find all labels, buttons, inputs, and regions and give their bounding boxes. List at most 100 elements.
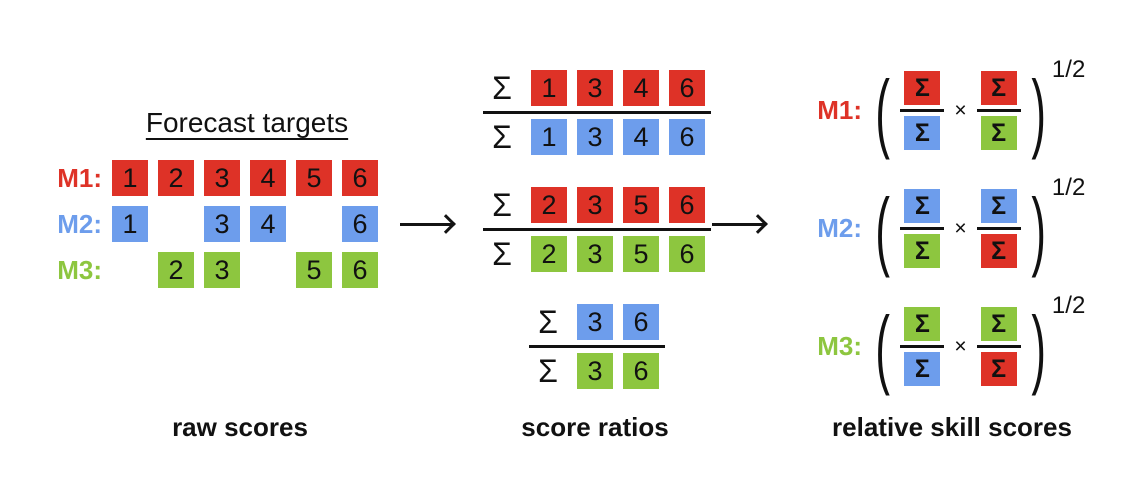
score-box-empty <box>250 252 286 288</box>
ratio-numerator: Σ 2 3 5 6 <box>483 187 711 223</box>
score-box: 2 <box>531 187 567 223</box>
left-paren: ( <box>875 61 890 160</box>
skill-score-formula-m3: M3: ( Σ Σ × Σ Σ ) 1/2 <box>806 292 1085 396</box>
score-ratios-panel: Σ 1 3 4 6 Σ 1 3 4 6 Σ 2 3 5 6 <box>472 70 722 389</box>
score-box: 1 <box>112 160 148 196</box>
score-box: 6 <box>342 160 378 196</box>
fraction-line <box>976 345 1021 348</box>
caption-raw-scores: raw scores <box>172 412 308 442</box>
score-box: 2 <box>531 236 567 272</box>
exponent: 1/2 <box>1051 174 1086 201</box>
raw-scores-panel: Forecast targets M1: 1 2 3 4 5 6 M2: 1 3… <box>40 106 380 298</box>
score-box: 6 <box>669 236 705 272</box>
sigma-box: Σ <box>904 116 941 150</box>
fraction-line <box>900 109 945 112</box>
fraction-line <box>900 345 945 348</box>
sigma-symbol: Σ <box>492 236 512 272</box>
sigma-box: Σ <box>904 234 941 268</box>
score-box: 5 <box>623 187 659 223</box>
score-box-empty <box>158 206 194 242</box>
fraction-line <box>483 111 711 114</box>
sigma-fraction: Σ Σ <box>900 71 945 150</box>
fraction-line <box>529 345 665 348</box>
score-ratio-m2-m3: Σ 3 6 Σ 3 6 <box>529 304 665 389</box>
ratio-denominator: Σ 1 3 4 6 <box>483 119 711 155</box>
score-box: 3 <box>577 70 613 106</box>
score-box: 6 <box>623 353 659 389</box>
model-label-m2: M2: <box>57 208 102 239</box>
right-paren: ) <box>1030 297 1046 396</box>
model-label-m3: M3: <box>817 331 862 361</box>
sigma-fraction: Σ Σ <box>976 307 1021 386</box>
model-label-m2: M2: <box>817 213 862 243</box>
multiply-sign: × <box>954 334 967 358</box>
caption-score-ratios: score ratios <box>521 412 669 442</box>
score-box: 1 <box>531 119 567 155</box>
fraction-line <box>900 227 945 230</box>
fraction-line <box>976 109 1021 112</box>
sigma-symbol: Σ <box>538 353 558 389</box>
model-row-m2: M2: 1 3 4 6 <box>40 206 380 242</box>
sigma-box: Σ <box>904 352 941 386</box>
right-arrow-icon <box>400 223 452 226</box>
model-label-m1: M1: <box>817 95 862 125</box>
left-paren: ( <box>875 179 890 278</box>
score-box: 4 <box>623 70 659 106</box>
score-box: 4 <box>623 119 659 155</box>
score-box: 4 <box>250 160 286 196</box>
skill-score-formula-m1: M1: ( Σ Σ × Σ Σ ) 1/2 <box>806 56 1085 160</box>
score-box: 1 <box>112 206 148 242</box>
sigma-fraction: Σ Σ <box>976 71 1021 150</box>
ratio-denominator: Σ 3 6 <box>529 353 665 389</box>
exponent: 1/2 <box>1051 292 1086 319</box>
sigma-symbol: Σ <box>492 187 512 223</box>
sigma-box: Σ <box>904 307 941 341</box>
sigma-symbol: Σ <box>492 119 512 155</box>
score-box-empty <box>112 252 148 288</box>
score-box: 6 <box>669 187 705 223</box>
score-box: 4 <box>250 206 286 242</box>
forecast-targets-title: Forecast targets <box>145 107 349 138</box>
score-box: 6 <box>669 70 705 106</box>
score-box: 3 <box>577 304 613 340</box>
score-box: 6 <box>623 304 659 340</box>
sigma-box: Σ <box>980 116 1017 150</box>
exponent: 1/2 <box>1051 56 1086 83</box>
score-box: 5 <box>623 236 659 272</box>
sigma-fraction: Σ Σ <box>976 189 1021 268</box>
score-box: 3 <box>204 252 240 288</box>
score-box: 3 <box>577 187 613 223</box>
sigma-box: Σ <box>980 352 1017 386</box>
left-paren: ( <box>875 297 890 396</box>
skill-score-formula-m2: M2: ( Σ Σ × Σ Σ ) 1/2 <box>806 174 1085 278</box>
sigma-fraction: Σ Σ <box>900 189 945 268</box>
sigma-box: Σ <box>980 234 1017 268</box>
score-box: 2 <box>158 252 194 288</box>
score-box: 5 <box>296 252 332 288</box>
multiply-sign: × <box>954 216 967 240</box>
caption-relative-skill-scores: relative skill scores <box>832 412 1072 442</box>
multiply-sign: × <box>954 98 967 122</box>
right-arrow-icon <box>712 223 764 226</box>
model-row-m1: M1: 1 2 3 4 5 6 <box>40 160 380 196</box>
ratio-numerator: Σ 3 6 <box>529 304 665 340</box>
score-box: 5 <box>296 160 332 196</box>
sigma-box: Σ <box>904 71 941 105</box>
score-box-empty <box>296 206 332 242</box>
score-box: 3 <box>577 236 613 272</box>
score-box: 3 <box>204 160 240 196</box>
fraction-line <box>976 227 1021 230</box>
sigma-box: Σ <box>980 189 1017 223</box>
fraction-line <box>483 228 711 231</box>
score-ratio-m1-m2: Σ 1 3 4 6 Σ 1 3 4 6 <box>483 70 711 155</box>
ratio-numerator: Σ 1 3 4 6 <box>483 70 711 106</box>
score-box: 3 <box>204 206 240 242</box>
score-box: 6 <box>342 252 378 288</box>
sigma-box: Σ <box>980 71 1017 105</box>
relative-skill-scores-panel: M1: ( Σ Σ × Σ Σ ) 1/2 M2: ( Σ Σ <box>806 56 1085 396</box>
ratio-denominator: Σ 2 3 5 6 <box>483 236 711 272</box>
sigma-fraction: Σ Σ <box>900 307 945 386</box>
sigma-box: Σ <box>904 189 941 223</box>
score-box: 6 <box>342 206 378 242</box>
